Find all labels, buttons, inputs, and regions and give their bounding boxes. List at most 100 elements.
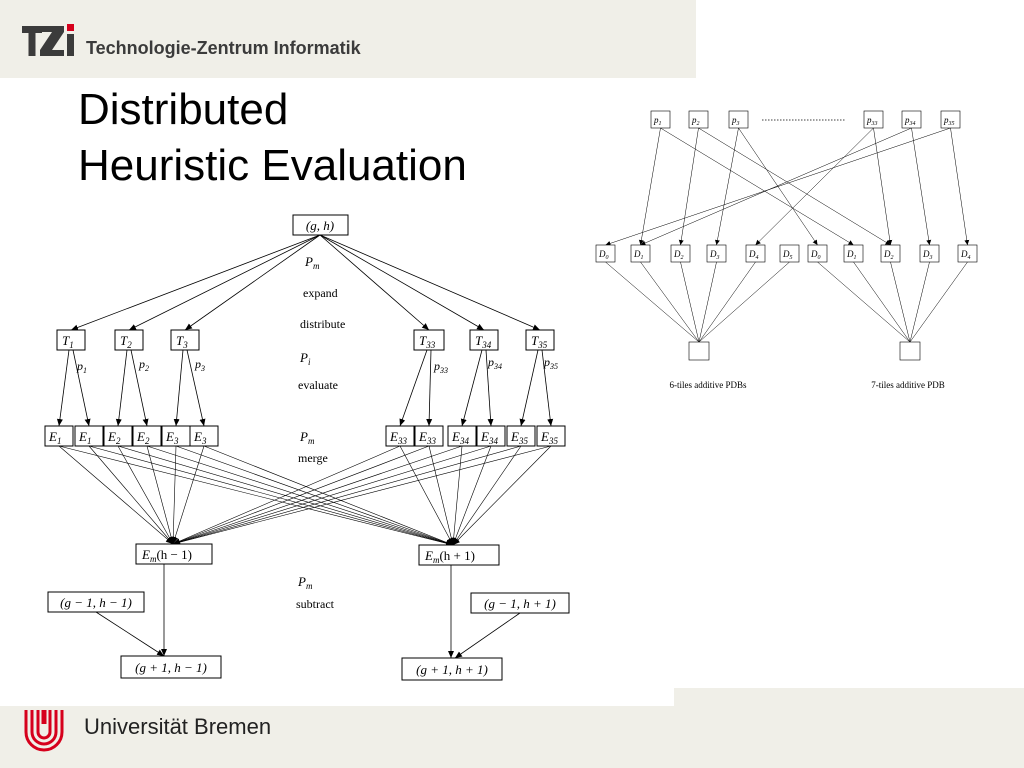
pdb-edge	[638, 127, 661, 246]
e-node: E33	[414, 425, 444, 447]
pdb-sink-edge	[817, 261, 911, 343]
processor-label: p2	[138, 357, 149, 373]
slide-content-area	[0, 78, 1024, 688]
processor-label: p1	[76, 359, 87, 375]
sink-right-node	[899, 341, 921, 361]
edge	[146, 445, 175, 545]
edge	[56, 349, 70, 427]
pdb-left-node: D3	[706, 244, 727, 263]
pdb-left-label: D1	[633, 249, 644, 261]
result-left-node: (g + 1, h − 1)	[120, 655, 222, 679]
caption-7-tiles: 7-tiles additive PDB	[871, 380, 945, 390]
pdb-right-label: D3	[922, 249, 933, 261]
edge	[319, 234, 541, 331]
pdb-edge	[755, 127, 874, 246]
pdb-left-label: D0	[598, 249, 609, 261]
e-node-label: E3	[165, 429, 179, 446]
t-node: T2	[114, 329, 144, 351]
pdb-edge	[873, 127, 893, 246]
e-node-label: E34	[451, 429, 469, 446]
e-node-label: E2	[136, 429, 150, 446]
edge	[319, 234, 430, 331]
pdb-left-node: D5	[779, 244, 800, 263]
result-right-node: (g + 1, h + 1)	[401, 657, 503, 681]
result-left-label: (g + 1, h − 1)	[135, 660, 207, 675]
pdb-left-label: D3	[709, 249, 720, 261]
pdb-edge	[950, 127, 970, 246]
header-right-strip	[696, 0, 1024, 52]
pdb-processor-label: p35	[943, 115, 955, 127]
processor-label: p34	[487, 355, 502, 371]
edge	[115, 349, 128, 427]
edge	[186, 349, 206, 427]
em-left-node: Em(h − 1)	[135, 543, 213, 565]
e-node-label: E2	[107, 429, 121, 446]
edge	[58, 445, 174, 545]
pdb-sink-edge	[909, 261, 930, 343]
t-node: T35	[525, 329, 555, 351]
edge	[450, 445, 463, 546]
pdb-sink-edge	[680, 261, 700, 343]
edge	[88, 445, 454, 547]
header-band	[0, 0, 696, 78]
phase-pm-3: Pm	[297, 574, 313, 591]
t-node-label: T1	[62, 333, 74, 350]
pdb-edge	[660, 127, 854, 246]
e-node: E35	[506, 425, 536, 447]
university-name: Universität Bremen	[84, 714, 272, 739]
pdb-sink-edge	[698, 261, 790, 343]
org-name: Technologie-Zentrum Informatik	[86, 38, 361, 58]
em-right-node: Em(h + 1)	[418, 544, 500, 566]
pdb-right-node: D4	[957, 244, 978, 263]
edge	[541, 349, 554, 427]
edge	[88, 445, 174, 545]
edge	[173, 349, 184, 427]
pdb-right-label: D0	[810, 249, 821, 261]
t-node: T33	[413, 329, 445, 351]
sub-right-label: (g − 1, h + 1)	[484, 596, 556, 611]
pdb-processor-label: p1	[653, 115, 662, 127]
pdb-left-node: D0	[595, 244, 616, 263]
phase-expand: expand	[303, 286, 338, 300]
pdb-processor-label: p2	[691, 115, 700, 127]
e-node: E35	[536, 425, 566, 447]
edge	[128, 234, 321, 331]
caption-6-tiles: 6-tiles additive PDBs	[670, 380, 747, 390]
e-node: E33	[385, 425, 415, 447]
e-node-label: E33	[389, 429, 407, 446]
t-node-label: T34	[475, 333, 492, 350]
pdb-edge	[678, 127, 699, 246]
pdb-sink-edge	[605, 261, 700, 343]
root-node: (g, h)	[292, 214, 349, 236]
pdb-edge	[698, 127, 891, 246]
pdb-processor-node: p2	[688, 110, 709, 129]
edge	[184, 234, 321, 331]
edge	[452, 445, 522, 546]
root-label: (g, h)	[306, 218, 334, 233]
pdb-left-node: D1	[630, 244, 651, 263]
page-title: Distributed Heuristic Evaluation	[78, 82, 467, 194]
pdb-left-node: D2	[670, 244, 691, 263]
sub-left-node: (g − 1, h − 1)	[47, 591, 145, 613]
e-node-label: E3	[193, 429, 207, 446]
edge	[72, 349, 91, 427]
edge	[485, 349, 494, 427]
phase-merge: merge	[298, 451, 328, 465]
pdb-left-node: D4	[745, 244, 766, 263]
pdb-sink-edge	[890, 261, 911, 343]
pdb-processor-label: p33	[866, 115, 878, 127]
edge	[426, 349, 433, 427]
e-node: E2	[103, 425, 133, 447]
edge	[399, 445, 454, 546]
e-node-label: E1	[78, 429, 91, 446]
edge	[172, 445, 552, 546]
edge	[175, 445, 454, 546]
edge	[460, 349, 483, 427]
pdb-left-label: D4	[748, 249, 759, 261]
edge	[130, 349, 149, 427]
t-node: T3	[170, 329, 200, 351]
pdb-right-node: D3	[919, 244, 940, 263]
pdb-sink-edge	[698, 261, 717, 343]
edge	[172, 445, 463, 545]
